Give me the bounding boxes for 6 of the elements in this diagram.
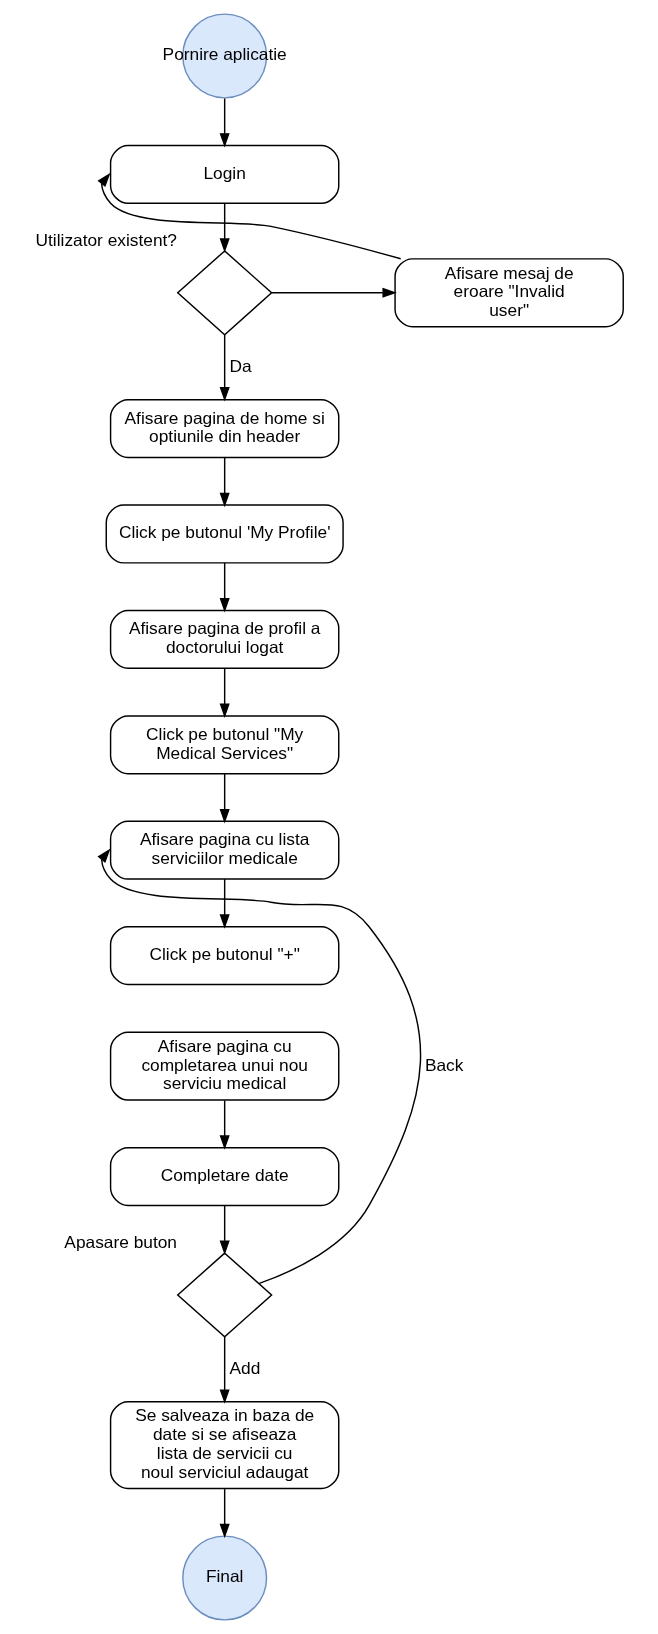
- edge-label: Da: [229, 355, 252, 376]
- node-label: Utilizator existent?: [35, 230, 177, 251]
- node-label: Apasare buton: [64, 1232, 178, 1253]
- edge-label: Back: [424, 1054, 464, 1075]
- node-label: Pornire aplicatie: [162, 44, 287, 65]
- edge-label: Add: [229, 1357, 261, 1378]
